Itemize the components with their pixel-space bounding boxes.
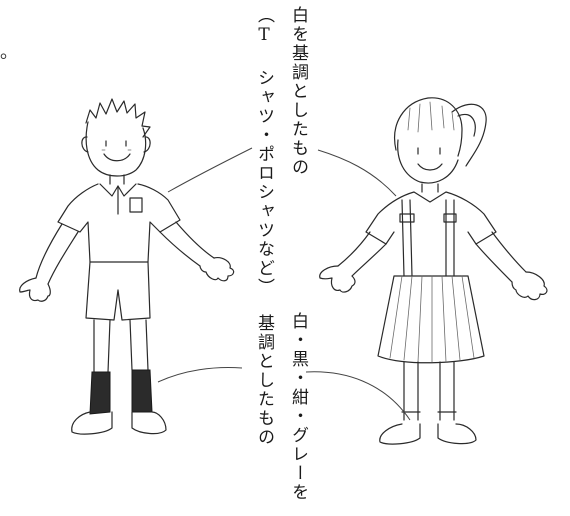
girl-blouse (365, 191, 497, 245)
top-label-line1: 白を基調としたもの (288, 6, 308, 177)
boy-face (103, 140, 131, 162)
girl-skirt (377, 275, 485, 364)
boy-figure (19, 98, 235, 435)
girl-left-hand (319, 265, 356, 293)
boy-right-sock (131, 369, 153, 413)
girl-right-arm (475, 231, 527, 283)
top-leader-to-boy (167, 147, 253, 193)
boy-right-arm (159, 221, 215, 267)
boy-right-shoe (131, 411, 167, 435)
bottom-leader-to-boy (157, 367, 243, 383)
boy-left-shoe (71, 411, 113, 435)
top-label-line2: （T シャツ・ポロシャツなど） (254, 6, 274, 297)
girl-left-shoe (379, 423, 421, 445)
girl-figure (319, 97, 548, 445)
bottom-label-line1: 白・黒・紺・グレーを (288, 312, 308, 502)
boy-right-hand (199, 257, 235, 282)
girl-legs (403, 361, 455, 421)
girl-head (397, 139, 459, 184)
boy-left-hand (19, 277, 51, 302)
boy-left-sock (89, 371, 111, 415)
boy-head (85, 121, 147, 177)
bottom-label-line2: 基調としたもの (254, 314, 274, 447)
girl-right-hand (511, 271, 548, 301)
boy-shirt (57, 183, 181, 263)
boy-hair (85, 98, 151, 138)
girl-right-shoe (437, 423, 477, 445)
bottom-leader-to-girl (305, 371, 411, 421)
boy-left-arm (35, 223, 79, 285)
boy-shorts (85, 261, 151, 321)
top-leader-to-girl (317, 149, 397, 197)
corner-punctuation: 。 (0, 42, 18, 63)
girl-left-arm (337, 231, 387, 277)
girl-hair (394, 97, 463, 157)
girl-suspenders (401, 199, 455, 277)
boy-legs (93, 319, 149, 373)
girl-face (417, 147, 443, 171)
girl-ponytail (451, 103, 487, 167)
